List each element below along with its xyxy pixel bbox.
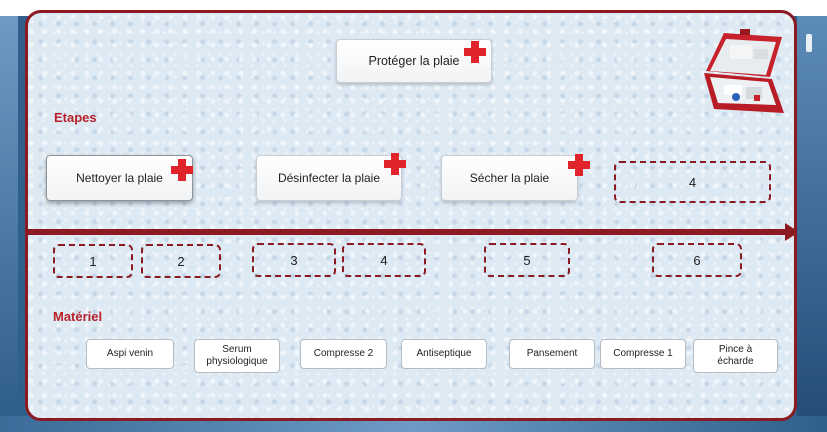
- step-button-disinfect[interactable]: Désinfecter la plaie: [256, 155, 402, 201]
- drop-slot-1[interactable]: 1: [53, 244, 133, 278]
- drop-slot-number: 4: [688, 174, 697, 190]
- material-antiseptique[interactable]: Antiseptique: [401, 339, 487, 369]
- drop-slot-3[interactable]: 3: [252, 243, 336, 277]
- step-label: Désinfecter la plaie: [277, 171, 381, 185]
- material-pansement[interactable]: Pansement: [509, 339, 595, 369]
- red-cross-icon: [171, 159, 193, 181]
- material-label: Serum physiologique: [206, 344, 268, 367]
- material-label: Pansement: [526, 348, 578, 359]
- drop-slot-number: 3: [290, 252, 298, 268]
- material-serum[interactable]: Serum physiologique: [194, 339, 280, 373]
- screen-right-background: [797, 16, 827, 432]
- timeline-arrow: [28, 229, 788, 235]
- material-aspi-venin[interactable]: Aspi venin: [86, 339, 174, 369]
- material-label: Compresse 2: [313, 348, 374, 359]
- step-button-dry[interactable]: Sécher la plaie: [441, 155, 578, 201]
- drop-slot-number: 1: [89, 253, 97, 269]
- material-compresse-1[interactable]: Compresse 1: [600, 339, 686, 369]
- step-label: Nettoyer la plaie: [76, 171, 163, 185]
- drop-slot-number: 6: [693, 252, 701, 268]
- material-label: Aspi venin: [106, 348, 154, 359]
- drop-slot-5[interactable]: 5: [484, 243, 570, 277]
- protect-wound-label: Protéger la plaie: [368, 54, 460, 68]
- side-handle[interactable]: [806, 34, 812, 52]
- step-label: Sécher la plaie: [469, 171, 550, 185]
- drop-slot-2[interactable]: 2: [141, 244, 221, 278]
- timeline-arrow-head: [785, 223, 794, 241]
- drop-slot-top[interactable]: 4: [614, 161, 771, 203]
- step-button-clean[interactable]: Nettoyer la plaie: [46, 155, 193, 201]
- drop-slot-6[interactable]: 6: [652, 243, 742, 277]
- material-label: Antiseptique: [416, 348, 472, 359]
- red-cross-icon: [384, 153, 406, 175]
- material-heading: Matériel: [53, 309, 103, 324]
- steps-heading: Etapes: [54, 110, 97, 125]
- red-cross-icon: [568, 154, 590, 176]
- material-compresse-2[interactable]: Compresse 2: [300, 339, 387, 369]
- material-label: Compresse 1: [613, 348, 673, 359]
- first-aid-kit-icon: [704, 29, 784, 113]
- drop-slot-number: 5: [523, 252, 531, 268]
- protect-wound-button[interactable]: Protéger la plaie: [336, 39, 492, 83]
- red-cross-icon: [464, 41, 486, 63]
- drop-slot-number: 4: [380, 252, 388, 268]
- screen-left-background: [0, 16, 18, 432]
- material-label: Pince à écharde: [717, 344, 754, 367]
- drop-slot-4[interactable]: 4: [342, 243, 426, 277]
- material-pince-echarde[interactable]: Pince à écharde: [693, 339, 778, 373]
- activity-frame: Protéger la plaie Etapes Matériel Nettoy…: [25, 10, 797, 421]
- drop-slot-number: 2: [177, 253, 185, 269]
